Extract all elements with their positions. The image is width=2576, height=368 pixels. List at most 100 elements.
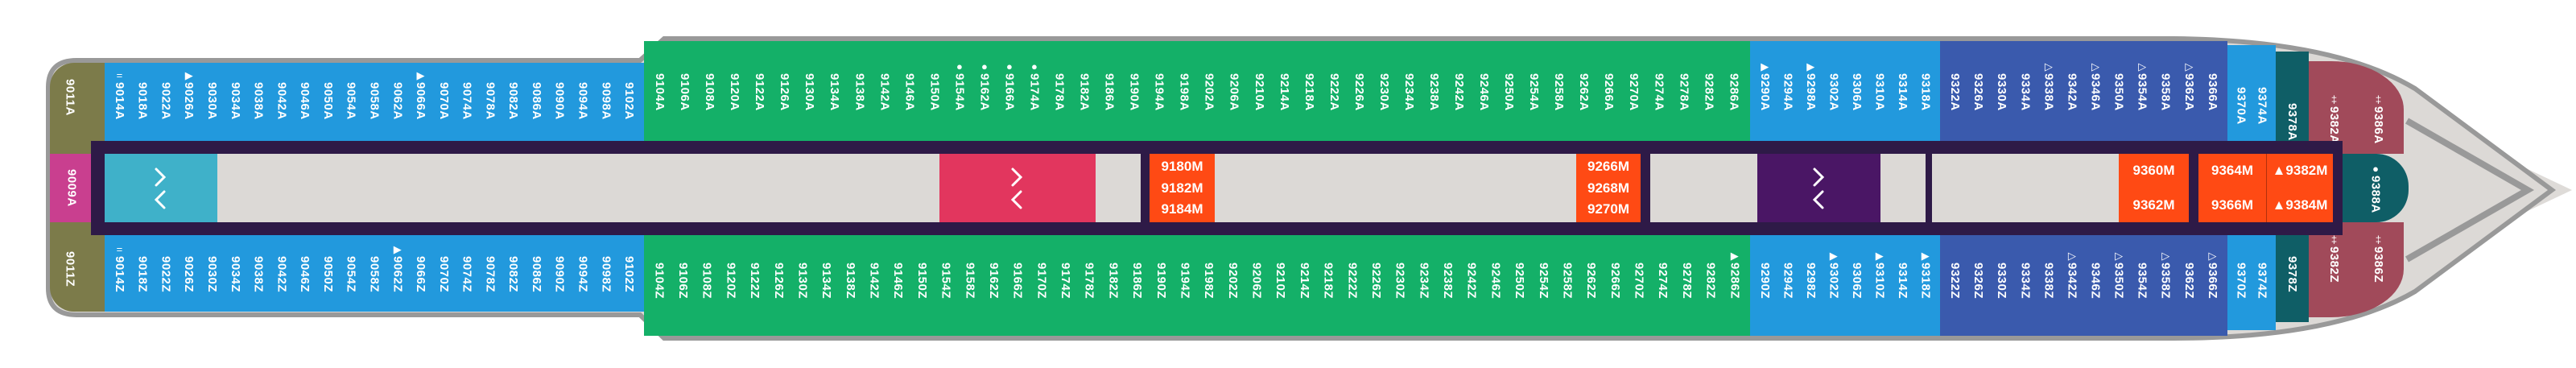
cabin-9166Z[interactable]: 9166Z <box>1009 250 1026 299</box>
cabin-9082A[interactable]: 9082A <box>505 69 522 120</box>
cabin-9166A[interactable]: ●9166A <box>1001 60 1018 111</box>
cabin-9262A[interactable]: 9262A <box>1575 60 1593 111</box>
suite-cabin[interactable]: 9362M <box>2132 196 2175 213</box>
cabin-9334A[interactable]: 9334A <box>2017 60 2034 111</box>
cabin-9246A[interactable]: 9246A <box>1476 60 1493 111</box>
cabin-9146A[interactable]: 9146A <box>901 60 919 111</box>
suite-cabin[interactable]: 9184M <box>1161 201 1203 217</box>
cabin-9298Z[interactable]: 9298Z <box>1802 250 1819 299</box>
cabin-9102Z[interactable]: 9102Z <box>621 243 638 292</box>
cabin-9370A[interactable]: 9370A <box>2232 74 2250 125</box>
cabin-9214A[interactable]: 9214A <box>1275 60 1293 111</box>
cabin-9262Z[interactable]: 9262Z <box>1583 250 1600 299</box>
cabin-9022A[interactable]: 9022A <box>157 69 175 120</box>
cabin-9354A[interactable]: ▷9354A <box>2133 60 2151 111</box>
cabin-9011A[interactable]: 9011A <box>61 79 79 116</box>
cabin-9058A[interactable]: 9058A <box>365 69 383 120</box>
cabin-9382Z[interactable]: ‡9382Z <box>2326 234 2343 283</box>
cabin-9270Z[interactable]: 9270Z <box>1630 250 1648 299</box>
cabin-9174Z[interactable]: 9174Z <box>1057 250 1075 299</box>
cabin-9218Z[interactable]: 9218Z <box>1319 250 1337 299</box>
cabin-9108A[interactable]: 9108A <box>701 60 719 111</box>
cabin-9230A[interactable]: 9230A <box>1375 60 1393 111</box>
cabin-9120A[interactable]: 9120A <box>726 60 744 111</box>
cabin-9142A[interactable]: 9142A <box>876 60 894 111</box>
cabin-9226A[interactable]: 9226A <box>1350 60 1368 111</box>
suite-cabin[interactable]: 9268M <box>1587 180 1629 196</box>
cabin-9330Z[interactable]: 9330Z <box>1993 250 2011 299</box>
cabin-9366A[interactable]: 9366A <box>2203 60 2221 111</box>
cabin-9154A[interactable]: ●9154A <box>951 60 968 111</box>
cabin-9022Z[interactable]: 9022Z <box>157 243 175 292</box>
cabin-9194A[interactable]: 9194A <box>1150 60 1168 111</box>
cabin-9190Z[interactable]: 9190Z <box>1152 250 1170 299</box>
cabin-9258A[interactable]: 9258A <box>1550 60 1568 111</box>
cabin-9238A[interactable]: 9238A <box>1425 60 1443 111</box>
cabin-9074Z[interactable]: 9074Z <box>458 243 476 292</box>
cabin-9194Z[interactable]: 9194Z <box>1176 250 1194 299</box>
cabin-9018A[interactable]: 9018A <box>134 69 151 120</box>
cabin-9042A[interactable]: 9042A <box>273 69 291 120</box>
cabin-9362Z[interactable]: 9362Z <box>2180 250 2198 299</box>
cabin-9342A[interactable]: 9342A <box>2063 60 2081 111</box>
cabin-9238Z[interactable]: 9238Z <box>1439 250 1457 299</box>
cabin-9134A[interactable]: 9134A <box>826 60 844 111</box>
cabin-9250Z[interactable]: 9250Z <box>1511 250 1529 299</box>
cabin-9130A[interactable]: 9130A <box>801 60 819 111</box>
cabin-9038A[interactable]: 9038A <box>250 69 267 120</box>
cabin-9266A[interactable]: 9266A <box>1600 60 1618 111</box>
cabin-9234A[interactable]: 9234A <box>1400 60 1418 111</box>
cabin-9378A[interactable]: 9378A <box>2284 90 2301 141</box>
suite-cabin[interactable]: 9366M <box>2211 196 2253 213</box>
cabin-9210A[interactable]: 9210A <box>1250 60 1268 111</box>
cabin-9190A[interactable]: 9190A <box>1125 60 1143 111</box>
cabin-9104A[interactable]: 9104A <box>651 60 669 111</box>
cabin-9318Z[interactable]: ▶9318Z <box>1917 250 1934 299</box>
cabin-9270A[interactable]: 9270A <box>1625 60 1643 111</box>
cabin-9120Z[interactable]: 9120Z <box>722 250 740 299</box>
cabin-9214Z[interactable]: 9214Z <box>1295 250 1313 299</box>
cabin-9054A[interactable]: 9054A <box>342 69 360 120</box>
suite-cabin[interactable]: 9182M <box>1161 180 1203 196</box>
cabin-9222Z[interactable]: 9222Z <box>1344 250 1361 299</box>
cabin-9210Z[interactable]: 9210Z <box>1272 250 1290 299</box>
cabin-9346A[interactable]: ▷9346A <box>2087 60 2104 111</box>
cabin-9302A[interactable]: 9302A <box>1825 60 1843 111</box>
cabin-9086A[interactable]: 9086A <box>527 69 545 120</box>
cabin-9386Z[interactable]: ‡9386Z <box>2370 234 2388 283</box>
cabin-9314Z[interactable]: 9314Z <box>1893 250 1911 299</box>
cabin-9278Z[interactable]: 9278Z <box>1678 250 1695 299</box>
suite-cabin[interactable]: 9266M <box>1587 159 1629 175</box>
cabin-9334Z[interactable]: 9334Z <box>2017 250 2034 299</box>
cabin-9050Z[interactable]: 9050Z <box>319 243 336 292</box>
cabin-9218A[interactable]: 9218A <box>1300 60 1318 111</box>
cabin-9310A[interactable]: 9310A <box>1871 60 1889 111</box>
cabin-9294A[interactable]: 9294A <box>1779 60 1797 111</box>
cabin-9078Z[interactable]: 9078Z <box>481 243 499 292</box>
cabin-9074A[interactable]: 9074A <box>458 69 476 120</box>
cabin-9070Z[interactable]: 9070Z <box>435 243 452 292</box>
cabin-9186Z[interactable]: 9186Z <box>1129 250 1146 299</box>
cabin-9362A[interactable]: ▷9362A <box>2180 60 2198 111</box>
cabin-9066Z[interactable]: 9066Z <box>412 243 430 292</box>
cabin-9082Z[interactable]: 9082Z <box>505 243 522 292</box>
cabin-9290A[interactable]: ▶9290A <box>1756 60 1773 111</box>
cabin-9009A[interactable]: 9009A <box>50 154 93 222</box>
cabin-9346Z[interactable]: 9346Z <box>2087 250 2104 299</box>
cabin-9050A[interactable]: 9050A <box>319 69 336 120</box>
cabin-9062A[interactable]: 9062A <box>389 69 407 120</box>
cabin-9274A[interactable]: 9274A <box>1650 60 1668 111</box>
cabin-9134Z[interactable]: 9134Z <box>818 250 836 299</box>
cabin-9054Z[interactable]: 9054Z <box>342 243 360 292</box>
cabin-9142Z[interactable]: 9142Z <box>865 250 883 299</box>
cabin-9122A[interactable]: 9122A <box>751 60 769 111</box>
cabin-9186A[interactable]: 9186A <box>1100 60 1118 111</box>
cabin-9282Z[interactable]: 9282Z <box>1702 250 1719 299</box>
cabin-9011Z[interactable]: 9011Z <box>61 251 79 287</box>
cabin-9382A[interactable]: ‡9382A <box>2326 93 2343 144</box>
cabin-9286A[interactable]: 9286A <box>1725 60 1743 111</box>
cabin-9182Z[interactable]: 9182Z <box>1104 250 1122 299</box>
cabin-9230Z[interactable]: 9230Z <box>1391 250 1409 299</box>
cabin-9026A[interactable]: ▶9026A <box>180 69 198 120</box>
cabin-9222A[interactable]: 9222A <box>1325 60 1343 111</box>
